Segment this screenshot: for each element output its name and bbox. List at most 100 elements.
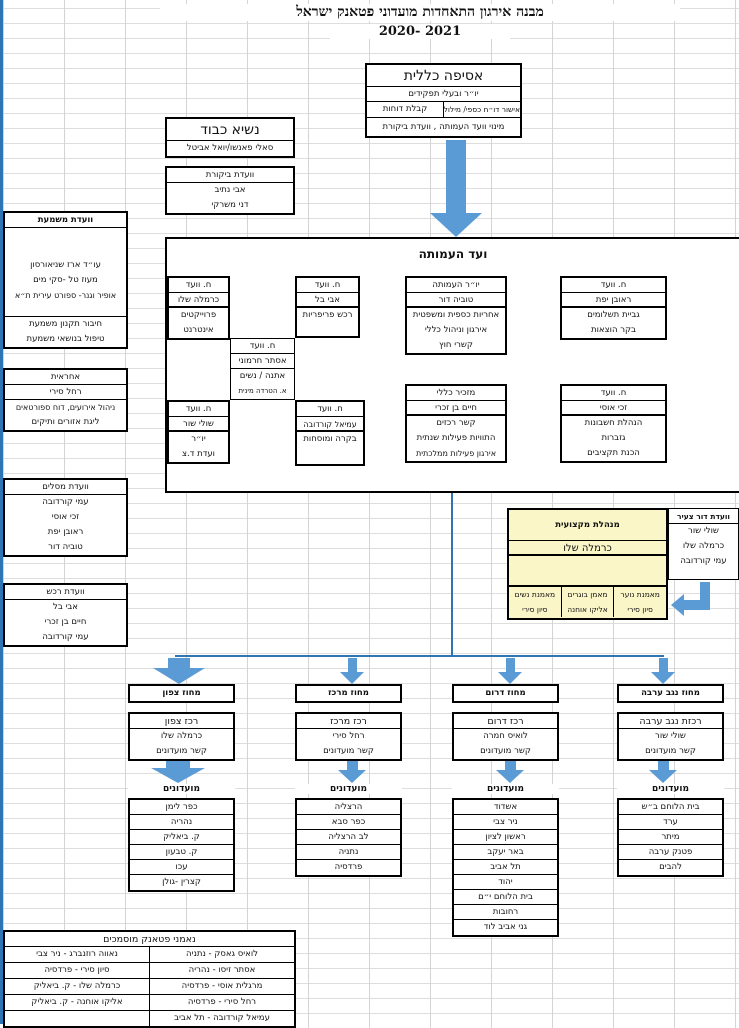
- member-duty: ועדת ד.צ: [182, 449, 215, 459]
- district-title: מחוז צפון: [162, 688, 201, 698]
- responsible-title: אחראית: [5, 370, 126, 385]
- member-role: ח. וועד: [562, 386, 665, 401]
- board-member: ח. וועד עמיאל קורדובה בקרה ומוסחות: [295, 400, 365, 466]
- audit-member: אבי נתיב: [214, 185, 246, 195]
- coordinator-box: רכז דרום לואיס חמרה קשר מועדונים: [452, 712, 559, 761]
- board-member: ח. וועד ראובן יפת גביית תשלומים בקר הוצא…: [560, 276, 667, 340]
- responsible-box: אחראית רחל סירי ניהול אירועים, דוח ספורט…: [3, 368, 128, 432]
- club-item: מיתר: [619, 830, 722, 845]
- member-name: טוביה דור: [407, 293, 505, 308]
- coach-role: מאמנת נשים: [514, 590, 556, 599]
- board-member: ח. וועד כרמלה שלו פרוייקטים אינטרנט: [167, 276, 230, 340]
- professional-title: מנהלת מקצועית: [509, 510, 666, 541]
- coach-name: אליקו אוחנה: [567, 605, 608, 614]
- district-north-header: מחוז צפון: [128, 684, 235, 703]
- member-duty: אירגון פעילות ממלכתית: [415, 449, 497, 458]
- discipline-committee-box: וועדת משמעת עו״ד ארז שניאורסון מעוז טל -…: [3, 211, 128, 349]
- member-role: יו״ר העמותה: [407, 278, 505, 293]
- district-title: מחוז דרום: [485, 688, 526, 698]
- member-name: אסתר חרמוני: [231, 354, 294, 369]
- member-duty: הנהלת חשבונות: [584, 418, 643, 428]
- member-role: ח. וועד: [231, 339, 294, 354]
- clubs-title: מועדונים: [128, 784, 235, 794]
- member-duty: אירגון וניהול כללי: [424, 325, 488, 335]
- club-item: ק. טבעון: [130, 845, 233, 860]
- club-item: כפר סבא: [297, 815, 400, 830]
- trustee: לואיס גאסק - נתניה: [186, 949, 258, 959]
- coordinator-role: רכז צפון: [130, 714, 233, 729]
- coordinator-duty: קשר מועדונים: [156, 746, 207, 756]
- coordinator-name: רחל סירי: [332, 731, 365, 741]
- club-item: להבים: [659, 862, 682, 872]
- clubs-title: מועדונים: [452, 784, 559, 794]
- member-role: מזכיר כללי: [407, 386, 505, 401]
- club-item: ראשון לציון: [454, 830, 557, 845]
- discipline-duty: חיבור תקנון משמעת: [28, 319, 102, 329]
- purchase-member: אבי בל: [53, 602, 78, 612]
- member-duty: בקרה ומוסחות: [303, 434, 357, 444]
- center-arrow-icon: [340, 658, 364, 684]
- district-title: מחוז נגב ערבה: [641, 688, 700, 698]
- clubs-title: מועדונים: [617, 784, 724, 794]
- nominations-title: וועדת מסלים: [5, 480, 126, 495]
- clubs-list-south: אשדוד ניר צבי ראשון לציון באר יעקב תל אב…: [452, 798, 559, 937]
- south-clubs-arrow-icon: [496, 760, 524, 783]
- audit-committee-title: וועדת ביקורת: [167, 168, 293, 183]
- coordinator-box: רכז צפון כרמלה שלו קשר מועדונים: [128, 712, 235, 761]
- member-duty: גביית תשלומים: [587, 310, 640, 320]
- member-role: ח. וועד: [562, 278, 665, 293]
- purchase-committee-box: וועדת רכש אבי בל חיים בן זכרי עמי קורדוב…: [3, 583, 128, 647]
- nominations-member: עמי קורדובה: [42, 497, 89, 507]
- club-item: פרדסיה: [334, 862, 363, 872]
- honorary-president-title: נשיא כבוד: [167, 119, 293, 141]
- negev-arrow-icon: [651, 658, 675, 684]
- negev-clubs-arrow-icon: [649, 760, 677, 783]
- trustee: נאווה רוזנברג - ניר צבי: [5, 947, 150, 962]
- discipline-duty: טיפול בנושאי משמעת: [26, 334, 105, 344]
- responsible-duty: ניהול אירועים, דוח ספורטאים: [15, 403, 116, 412]
- clubs-list-north: כפר לימן נהריה ק. ביאליק ק. טבעון עכו קצ…: [128, 798, 235, 892]
- member-name: כרמלה שלו: [169, 293, 228, 308]
- member-duty: אינטרנט: [183, 325, 214, 335]
- discipline-committee-title: וועדת משמעת: [5, 213, 126, 228]
- club-item: קצרין -גולן: [162, 877, 201, 887]
- clubs-title: מועדונים: [295, 784, 402, 794]
- member-name: שולי שור: [169, 417, 228, 432]
- board-member: ח. וועד אסתר חרמוני אתנה / נשים א. הטרדה…: [230, 338, 295, 400]
- audit-committee-box: וועדת ביקורת אבי נתיב דני משרקי: [165, 166, 295, 215]
- purchase-member: עמי קורדובה: [42, 632, 89, 642]
- year-label: 2020- 2021: [330, 24, 510, 39]
- member-duty: התוויות פעילות שנתית: [416, 433, 496, 443]
- club-item: יהוד: [454, 875, 557, 890]
- coordinator-role: רכז דרום: [454, 714, 557, 729]
- discipline-member: אופיר וגנר- ספורט עירית ת״א: [14, 291, 117, 300]
- honorary-president-name: סאלי פאנשו/יואל אביטל: [186, 143, 274, 153]
- youth-title: וועדת דור צעיר: [669, 509, 738, 524]
- north-arrow-icon: [153, 658, 205, 684]
- nominations-member: זכי אוסי: [51, 512, 80, 522]
- member-duty: אחריות כספית ומשפטית: [412, 310, 500, 320]
- club-item: בית הלוחם י״ם: [454, 890, 557, 905]
- nominations-committee-box: וועדת מסלים עמי קורדובה זכי אוסי ראובן י…: [3, 478, 128, 557]
- member-duty: פרוייקטים: [180, 310, 217, 320]
- member-duty: רכש פריפריות: [302, 310, 353, 320]
- club-item: עכו: [130, 860, 233, 875]
- coordinator-name: כרמלה שלו: [160, 731, 203, 741]
- district-center-header: מחוז מרכז: [295, 684, 402, 703]
- trustee: עמיאל קורדובה - תל אביב: [174, 1013, 270, 1023]
- club-item: גני אביב לוד: [483, 922, 528, 932]
- trustee: אסתר זיסו - נהריה: [188, 965, 256, 975]
- club-item: בית הלוחם ב״ש: [619, 800, 722, 815]
- coordinator-role: רכזת נגב ערבה: [619, 714, 722, 729]
- coordinator-duty: קשר מועדונים: [645, 746, 696, 756]
- general-assembly-item: מינוי וועד העמותה , וועדת ביקורת: [382, 122, 505, 132]
- youth-committee-box: וועדת דור צעיר שולי שור כרמלה שלו עמי קו…: [668, 508, 739, 580]
- discipline-member: עו״ד ארז שניאורסון: [30, 260, 101, 270]
- member-duty: הכנת תקציבים: [587, 448, 640, 458]
- member-name: עמיאל קורדובה: [297, 417, 363, 432]
- district-south-header: מחוז דרום: [452, 684, 559, 703]
- trustee: סיון סירי - פרדסיה: [5, 963, 150, 978]
- responsible-duty: ליגת אזורים ותיקים: [31, 417, 100, 427]
- page-title: מבנה אירגון התאחדות מועדוני פטאנק ישראל: [160, 4, 680, 21]
